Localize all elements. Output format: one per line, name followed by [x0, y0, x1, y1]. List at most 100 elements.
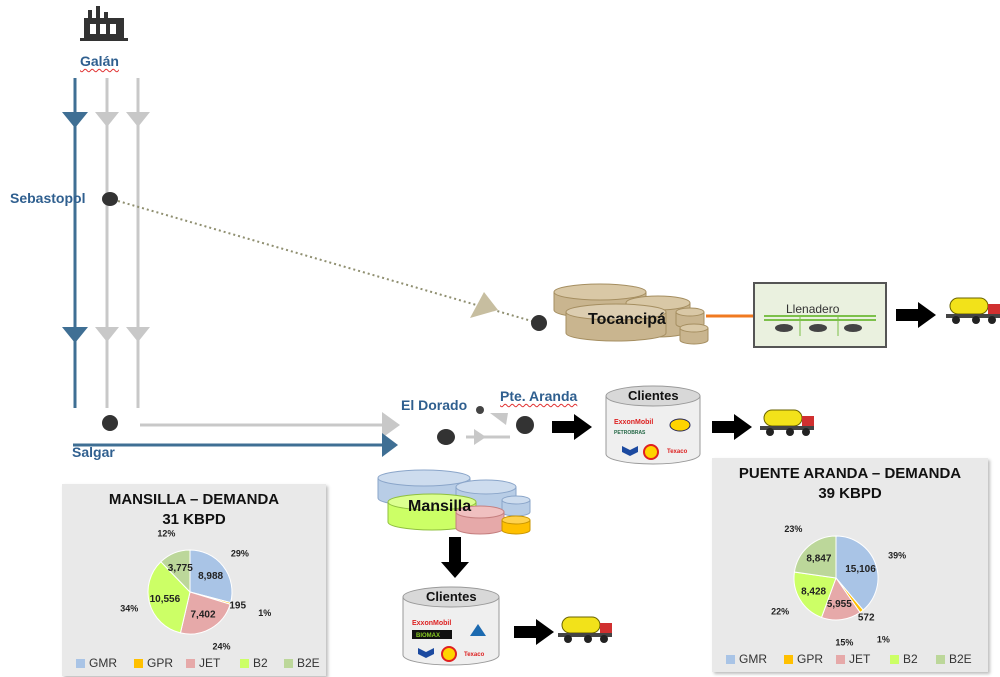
- puente-aranda-chart-subtitle: 39 KBPD: [818, 485, 882, 502]
- legend-swatch-b2e: [936, 654, 945, 664]
- legend-item-gpr: GPR: [134, 656, 173, 670]
- pie-percent-label-b2e: 12%: [157, 530, 175, 539]
- logo-biomax-bottom: [412, 630, 452, 639]
- logo-terpel-top: [669, 418, 691, 432]
- tocancipa-label: Tocancipá: [588, 311, 666, 328]
- pie-slice-gmr: [189, 549, 233, 604]
- pie-slice-b2e: [793, 535, 837, 579]
- pte-aranda-label: Pte. Aranda: [500, 388, 578, 404]
- pie-value-label-gmr: 15,106: [845, 564, 876, 575]
- pte-aranda-grey-arrow: [490, 413, 508, 425]
- logo-terpel-bottom: [470, 624, 486, 636]
- el-dorado-grey-arrow: [474, 429, 486, 445]
- pie-percent-label-gpr: 1%: [877, 635, 890, 645]
- pie-slice-gmr: [835, 535, 879, 611]
- logo-texaco-top: Texaco: [667, 449, 688, 455]
- legend-label-b2: B2: [253, 656, 268, 670]
- logo-chevron-bottom: [418, 648, 434, 658]
- pie-value-label-gpr: 195: [229, 601, 246, 612]
- puente-aranda-demand-panel: PUENTE ARANDA – DEMANDA 39 KBPD 15,106 39…: [712, 458, 988, 672]
- mansilla-chart-subtitle: 31 KBPD: [162, 511, 226, 528]
- legend-swatch-gpr: [784, 654, 793, 664]
- pie-value-label-b2e: 3,775: [168, 563, 193, 574]
- legend-label-b2e: B2E: [297, 656, 320, 670]
- logo-shell-top: [643, 444, 659, 460]
- legend-swatch-b2e: [284, 658, 293, 668]
- salgar-node: [102, 415, 118, 431]
- pie-value-label-gpr: 572: [858, 612, 875, 623]
- llenadero-label: Llenadero: [786, 302, 840, 316]
- mansilla-chart-title: MANSILLA – DEMANDA: [108, 491, 280, 508]
- pie-slice-b2: [147, 561, 191, 634]
- salgar-blue-arrow: [382, 433, 398, 457]
- el-dorado-small-node: [476, 406, 484, 414]
- pie-percent-label-jet: 15%: [835, 638, 853, 648]
- pte-aranda-node: [516, 416, 534, 434]
- sebastopol-label: Sebastopol: [10, 190, 86, 206]
- tocancipa-tanks: [553, 283, 709, 345]
- pie-percent-label-b2: 34%: [120, 604, 138, 614]
- flow-arrow-main-1: [62, 112, 88, 128]
- pie-value-label-jet: 7,402: [190, 610, 215, 621]
- pie-slice-b2e: [160, 549, 191, 594]
- arrow-mansilla-clientes: [441, 537, 469, 578]
- pie-slice-b2: [793, 571, 837, 619]
- el-dorado-label: El Dorado: [401, 397, 468, 413]
- puente-aranda-legend: GMR GPR JET B2 B2E: [718, 652, 982, 668]
- legend-label-jet: JET: [199, 656, 221, 670]
- pie-percent-label-gpr: 1%: [258, 608, 271, 618]
- flow-arrow-grey-3: [95, 327, 119, 342]
- tanker-truck-icon: [558, 616, 612, 643]
- legend-swatch-jet: [836, 654, 845, 664]
- legend-item-b2: B2: [240, 656, 268, 670]
- arrow-pte-aranda-clientes: [552, 414, 592, 440]
- svg-text:BIOMAX: BIOMAX: [416, 633, 440, 639]
- pie-percent-label-b2e: 23%: [784, 524, 802, 534]
- puente-aranda-chart-title: PUENTE ARANDA – DEMANDA: [738, 465, 962, 482]
- pie-percent-label-jet: 24%: [212, 642, 230, 652]
- pie-value-label-b2: 8,428: [801, 586, 826, 597]
- arrow-clientes-truck-bottom: [514, 619, 554, 645]
- legend-item-b2: B2: [890, 652, 918, 666]
- legend-swatch-gpr: [134, 658, 143, 668]
- arrow-clientes-truck-top: [712, 414, 752, 440]
- logo-petrobras-top: PETROBRAS: [614, 430, 646, 436]
- dotted-link-tocancipa: [117, 200, 536, 323]
- legend-label-b2e: B2E: [949, 652, 972, 666]
- logo-exxonmobil-bottom: ExxonMobil: [412, 620, 451, 627]
- legend-item-b2e: B2E: [284, 656, 320, 670]
- flow-arrow-main-2: [62, 327, 88, 343]
- legend-item-jet: JET: [836, 652, 870, 666]
- mansilla-legend: GMR GPR JET B2 B2E: [68, 656, 320, 672]
- galan-label: Galán: [80, 53, 119, 69]
- legend-swatch-b2: [890, 654, 899, 664]
- refinery-icon: [80, 6, 128, 41]
- tocancipa-arrowhead: [470, 292, 498, 318]
- legend-label-gpr: GPR: [147, 656, 174, 670]
- mansilla-label: Mansilla: [408, 498, 472, 515]
- logo-exxonmobil-top: ExxonMobil: [614, 419, 653, 426]
- legend-item-gmr: GMR: [726, 652, 767, 666]
- clientes-bottom-label: Clientes: [426, 589, 477, 604]
- pie-percent-label-gmr: 29%: [231, 549, 249, 559]
- flow-arrow-grey-2: [126, 112, 150, 127]
- logo-shell-bottom: [441, 646, 457, 662]
- tanker-truck-icon: [946, 297, 1000, 324]
- pie-value-label-b2e: 8,847: [806, 553, 831, 564]
- clientes-top-cylinder: ExxonMobil PETROBRAS Texaco: [605, 385, 701, 465]
- arrow-llenadero-truck: [896, 302, 936, 328]
- legend-label-gpr: GPR: [797, 652, 824, 666]
- tocancipa-node: [531, 315, 547, 331]
- legend-item-jet: JET: [186, 656, 220, 670]
- legend-label-gmr: GMR: [89, 656, 117, 670]
- legend-item-gmr: GMR: [76, 656, 117, 670]
- pie-value-label-b2: 10,556: [150, 594, 181, 605]
- pie-percent-label-gmr: 39%: [888, 551, 906, 561]
- sebastopol-node: [102, 192, 118, 206]
- tanker-truck-icon: [760, 409, 814, 436]
- legend-item-gpr: GPR: [784, 652, 823, 666]
